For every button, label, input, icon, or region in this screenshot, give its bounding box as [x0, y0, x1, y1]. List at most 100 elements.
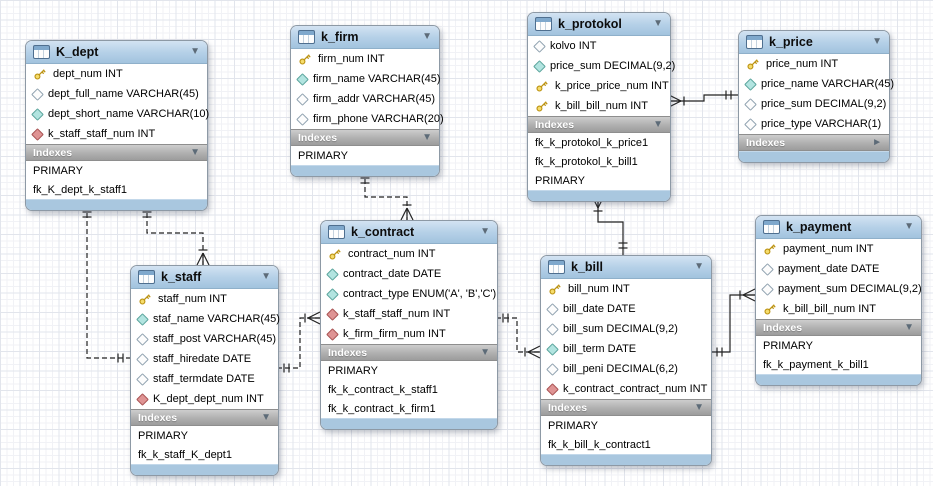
indexes-section-header[interactable]: Indexes▼ — [528, 116, 670, 133]
table-header-k_price[interactable]: k_price▼ — [739, 31, 889, 54]
column-row[interactable]: dept_num INT — [26, 64, 207, 84]
column-row[interactable]: staff_num INT — [131, 289, 278, 309]
relationship-k_staff-k_contract[interactable] — [277, 311, 321, 373]
column-row[interactable]: price_num INT — [739, 54, 889, 74]
relationship-k_price-k_protokol[interactable] — [668, 90, 738, 108]
indexes-section-header[interactable]: Indexes▼ — [756, 319, 921, 336]
index-row[interactable]: PRIMARY — [291, 146, 439, 165]
relationship-line[interactable] — [496, 317, 540, 353]
column-row[interactable]: staff_post VARCHAR(45) — [131, 329, 278, 349]
index-row[interactable]: PRIMARY — [26, 161, 207, 180]
column-row[interactable]: payment_date DATE — [756, 259, 921, 279]
collapse-toggle-icon[interactable]: ▼ — [904, 221, 914, 232]
relationship-k_dept-k_staff-1[interactable] — [82, 205, 131, 363]
column-row[interactable]: bill_date DATE — [541, 299, 711, 319]
column-row[interactable]: bill_peni DECIMAL(6,2) — [541, 359, 711, 379]
indexes-section-header[interactable]: Indexes▼ — [541, 399, 711, 416]
column-row[interactable]: staff_termdate DATE — [131, 369, 278, 389]
relationship-line[interactable] — [86, 205, 130, 359]
index-row[interactable]: fk_k_contract_k_firm1 — [321, 399, 497, 418]
indexes-section-header[interactable]: Indexes► — [739, 134, 889, 151]
column-row[interactable]: k_firm_firm_num INT — [321, 324, 497, 344]
column-row[interactable]: price_sum DECIMAL(9,2) — [739, 94, 889, 114]
indexes-section-header[interactable]: Indexes▼ — [26, 144, 207, 161]
column-row[interactable]: k_price_price_num INT — [528, 76, 670, 96]
column-row[interactable]: K_dept_dept_num INT — [131, 389, 278, 409]
collapse-toggle-icon[interactable]: ▼ — [694, 401, 704, 413]
index-row[interactable]: fk_k_protokol_k_bill1 — [528, 152, 670, 171]
collapse-toggle-icon[interactable]: ▼ — [190, 146, 200, 158]
table-header-k_firm[interactable]: k_firm▼ — [291, 26, 439, 49]
collapse-toggle-icon[interactable]: ▼ — [904, 321, 914, 333]
column-row[interactable]: price_sum DECIMAL(9,2) — [528, 56, 675, 76]
table-header-k_bill[interactable]: k_bill▼ — [541, 256, 711, 279]
relationship-line[interactable] — [597, 196, 624, 255]
index-row[interactable]: PRIMARY — [321, 361, 497, 380]
column-row[interactable]: price_type VARCHAR(1) — [739, 114, 889, 134]
table-header-k_contract[interactable]: k_contract▼ — [321, 221, 497, 244]
column-row[interactable]: payment_num INT — [756, 239, 921, 259]
relationship-line[interactable] — [146, 205, 204, 265]
relationship-line[interactable] — [710, 294, 755, 353]
column-row[interactable]: contract_type ENUM('A', 'B','C') — [321, 284, 497, 304]
indexes-section-header[interactable]: Indexes▼ — [321, 344, 497, 361]
column-row[interactable]: firm_num INT — [291, 49, 439, 69]
column-row[interactable]: firm_name VARCHAR(45) — [291, 69, 441, 89]
index-row[interactable]: PRIMARY — [131, 426, 278, 445]
relationship-k_dept-k_staff-2[interactable] — [142, 205, 210, 266]
index-row[interactable]: PRIMARY — [756, 336, 921, 355]
collapse-toggle-icon[interactable]: ▼ — [653, 118, 663, 130]
column-row[interactable]: k_contract_contract_num INT — [541, 379, 711, 399]
relationship-k_bill-k_payment[interactable] — [710, 288, 756, 357]
column-row[interactable]: bill_num INT — [541, 279, 711, 299]
collapse-toggle-icon[interactable]: ▼ — [261, 411, 271, 423]
collapse-toggle-icon[interactable]: ▼ — [422, 31, 432, 42]
index-row[interactable]: fk_k_contract_k_staff1 — [321, 380, 497, 399]
column-row[interactable]: contract_num INT — [321, 244, 497, 264]
index-row[interactable]: fk_k_protokol_k_price1 — [528, 133, 670, 152]
table-header-k_payment[interactable]: k_payment▼ — [756, 216, 921, 239]
relationship-line[interactable] — [364, 171, 408, 220]
column-row[interactable]: firm_phone VARCHAR(20) — [291, 109, 444, 129]
table-header-k_protokol[interactable]: k_protokol▼ — [528, 13, 670, 36]
relationship-k_contract-k_bill[interactable] — [496, 313, 541, 359]
collapse-toggle-icon[interactable]: ▼ — [694, 261, 704, 272]
collapse-toggle-icon[interactable]: ▼ — [653, 18, 663, 29]
collapse-toggle-icon[interactable]: ▼ — [480, 226, 490, 237]
indexes-section-header[interactable]: Indexes▼ — [291, 129, 439, 146]
column-row[interactable]: dept_short_name VARCHAR(10) — [26, 104, 209, 124]
collapse-toggle-icon[interactable]: ▼ — [190, 46, 200, 57]
column-row[interactable]: kolvo INT — [528, 36, 670, 56]
relationship-line[interactable] — [277, 317, 320, 369]
indexes-section-header[interactable]: Indexes▼ — [131, 409, 278, 426]
column-row[interactable]: k_staff_staff_num INT — [321, 304, 497, 324]
relationship-k_bill-k_protokol[interactable] — [591, 195, 628, 255]
column-row[interactable]: staff_hiredate DATE — [131, 349, 278, 369]
column-row[interactable]: staf_name VARCHAR(45) — [131, 309, 280, 329]
column-row[interactable]: firm_addr VARCHAR(45) — [291, 89, 439, 109]
index-row[interactable]: fk_k_payment_k_bill1 — [756, 355, 921, 374]
relationship-line[interactable] — [669, 94, 738, 102]
index-row[interactable]: PRIMARY — [528, 171, 670, 190]
column-row[interactable]: dept_full_name VARCHAR(45) — [26, 84, 207, 104]
column-row[interactable]: bill_sum DECIMAL(9,2) — [541, 319, 711, 339]
collapse-toggle-icon[interactable]: ▼ — [872, 36, 882, 47]
collapse-toggle-icon[interactable]: ▼ — [422, 131, 432, 143]
column-row[interactable]: contract_date DATE — [321, 264, 497, 284]
relationship-k_firm-k_contract[interactable] — [360, 171, 414, 221]
table-header-k_staff[interactable]: k_staff▼ — [131, 266, 278, 289]
column-row[interactable]: bill_term DATE — [541, 339, 711, 359]
column-row[interactable]: payment_sum DECIMAL(9,2) — [756, 279, 922, 299]
column-row[interactable]: k_bill_bill_num INT — [756, 299, 921, 319]
collapse-toggle-icon[interactable]: ▼ — [261, 271, 271, 282]
collapse-toggle-icon[interactable]: ▼ — [480, 346, 490, 358]
index-row[interactable]: fk_K_dept_k_staff1 — [26, 180, 207, 199]
index-row[interactable]: PRIMARY — [541, 416, 711, 435]
column-row[interactable]: price_name VARCHAR(45) — [739, 74, 894, 94]
column-row[interactable]: k_bill_bill_num INT — [528, 96, 670, 116]
index-row[interactable]: fk_k_bill_k_contract1 — [541, 435, 711, 454]
table-header-k_dept[interactable]: K_dept▼ — [26, 41, 207, 64]
index-row[interactable]: fk_k_staff_K_dept1 — [131, 445, 278, 464]
expand-toggle-icon[interactable]: ► — [872, 136, 882, 148]
column-row[interactable]: k_staff_staff_num INT — [26, 124, 207, 144]
